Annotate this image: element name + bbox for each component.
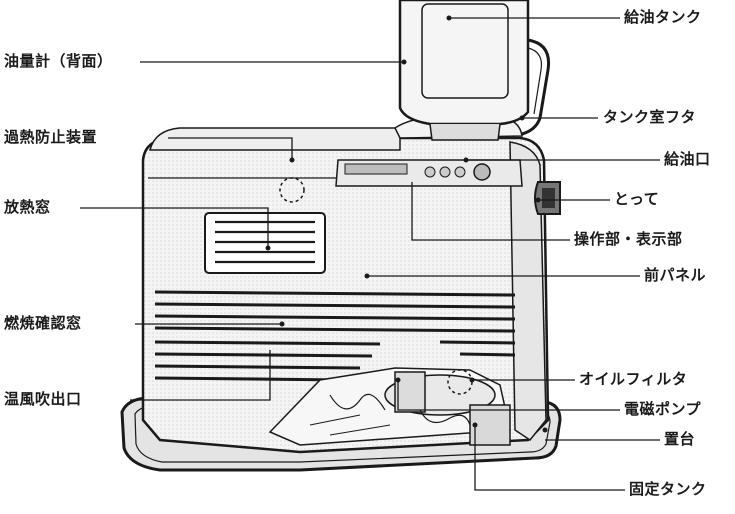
label-fuel-tank: 給油タンク [624,8,702,26]
label-oil-gauge: 油量計（背面） [4,52,113,70]
label-warm-air-outlet: 温風吹出口 [4,390,82,408]
label-fuel-port: 給油口 [664,150,711,168]
side-handle [534,181,561,215]
louver-grille [154,290,516,382]
label-flame-window: 燃焼確認窓 [4,314,82,332]
label-base-stand: 置台 [664,430,696,448]
leader-lines [80,17,660,491]
label-solenoid-pump: 電磁ポンプ [624,400,702,418]
heat-window-art [204,212,326,274]
label-overheat-guard: 過熱防止装置 [4,128,98,146]
label-heat-window: 放熱窓 [4,198,51,216]
fuel-tank [398,0,551,141]
label-control-panel: 操作部・表示部 [574,230,683,248]
label-front-panel: 前パネル [644,266,707,284]
control-panel-art [335,159,523,187]
overheat-guard-marker [279,177,305,203]
label-fixed-tank: 固定タンク [629,480,707,498]
label-tank-lid: タンク室フタ [603,108,697,126]
label-oil-filter: オイルフィルタ [579,370,688,388]
label-handle: とって [614,190,660,208]
